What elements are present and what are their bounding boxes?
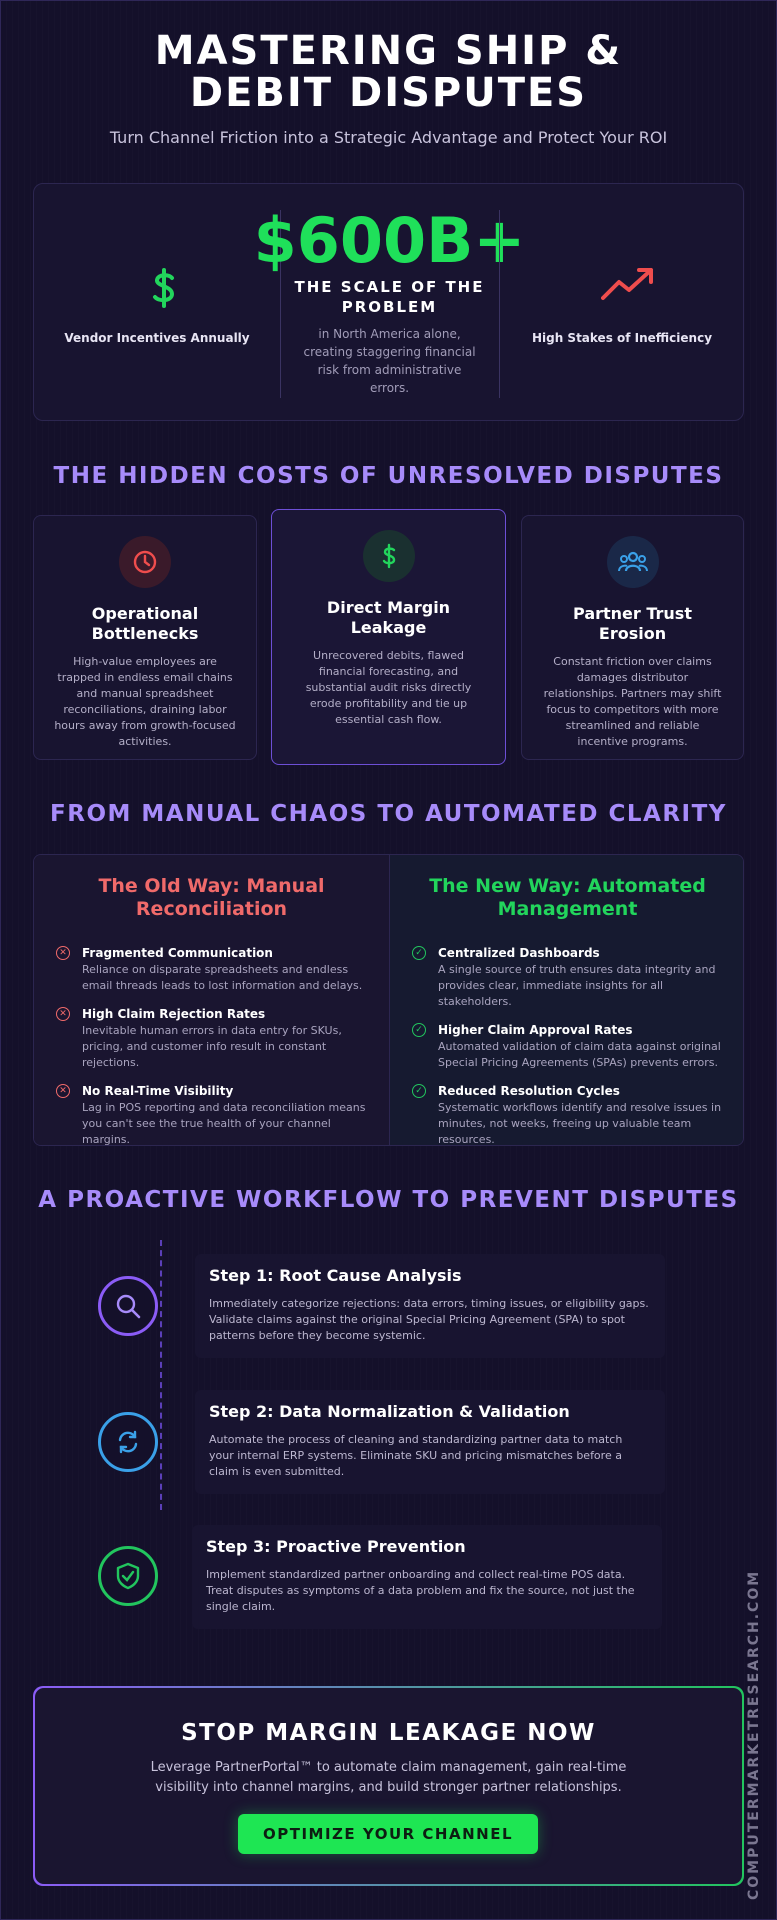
- shield-check-icon: [98, 1546, 158, 1606]
- check-circle-icon: ✓: [412, 946, 426, 960]
- hero-right: High Stakes of Inefficiency: [499, 184, 745, 422]
- item-title: Centralized Dashboards: [438, 946, 600, 960]
- item-title: No Real-Time Visibility: [82, 1084, 234, 1098]
- step-text: Immediately categorize rejections: data …: [209, 1297, 649, 1342]
- cta-text: Leverage PartnerPortal™ to automate clai…: [150, 1760, 627, 1795]
- timeline-line: [160, 1240, 162, 1510]
- list-item: ✕ No Real-Time Visibility Lag in POS rep…: [56, 1083, 373, 1146]
- optimize-channel-button[interactable]: OPTIMIZE YOUR CHANNEL: [238, 1814, 538, 1854]
- hero-middle: $600B+ THE SCALE OF THE PROBLEM in North…: [254, 184, 526, 422]
- step-text: Implement standardized partner onboardin…: [206, 1568, 635, 1613]
- list-item: ✓ Higher Claim Approval Rates Automated …: [412, 1022, 729, 1071]
- old-way-column: The Old Way: Manual Reconciliation ✕ Fra…: [34, 855, 389, 1146]
- step-title: Step 3: Proactive Prevention: [206, 1537, 466, 1556]
- list-item: ✕ Fragmented Communication Reliance on d…: [56, 945, 373, 994]
- item-text: Lag in POS reporting and data reconcilia…: [82, 1101, 366, 1146]
- page-header: MASTERING SHIP & DEBIT DISPUTES Turn Cha…: [0, 30, 777, 147]
- page-subtitle: Turn Channel Friction into a Strategic A…: [109, 128, 668, 147]
- page-title: MASTERING SHIP & DEBIT DISPUTES: [154, 28, 623, 116]
- item-text: Inevitable human errors in data entry fo…: [82, 1024, 342, 1069]
- hero-divider: [280, 210, 281, 398]
- new-way-column: The New Way: Automated Management ✓ Cent…: [389, 855, 743, 1146]
- clock-icon: [119, 536, 171, 588]
- new-way-title: The New Way: Automated Management: [429, 875, 706, 920]
- item-text: A single source of truth ensures data in…: [438, 963, 716, 1008]
- hero-right-label: High Stakes of Inefficiency: [531, 331, 713, 345]
- cta-panel: STOP MARGIN LEAKAGE NOW Leverage Partner…: [33, 1686, 744, 1886]
- dollar-sign-icon: [362, 530, 415, 582]
- item-text: Automated validation of claim data again…: [438, 1040, 721, 1069]
- list-item: ✓ Reduced Resolution Cycles Systematic w…: [412, 1083, 729, 1146]
- cost-card-title: Operational Bottlenecks: [91, 604, 199, 643]
- hidden-costs-heading: THE HIDDEN COSTS OF UNRESOLVED DISPUTES: [53, 463, 724, 489]
- item-title: Fragmented Communication: [82, 946, 273, 960]
- hero-scale-description: in North America alone, creating stagger…: [303, 327, 476, 395]
- check-circle-icon: ✓: [412, 1084, 426, 1098]
- step-title: Step 1: Root Cause Analysis: [209, 1266, 462, 1285]
- hero-left-label: Vendor Incentives Annually: [64, 331, 250, 345]
- old-way-list: ✕ Fragmented Communication Reliance on d…: [34, 945, 389, 1146]
- refresh-icon: [98, 1412, 158, 1472]
- search-icon: [98, 1276, 158, 1336]
- cta-inner: STOP MARGIN LEAKAGE NOW Leverage Partner…: [35, 1688, 742, 1884]
- cost-card-title: Partner Trust Erosion: [573, 604, 692, 643]
- cost-card-text: Constant friction over claims damages di…: [543, 655, 722, 748]
- workflow-step-2: Step 2: Data Normalization & Validation …: [195, 1390, 665, 1494]
- item-text: Reliance on disparate spreadsheets and e…: [82, 963, 363, 992]
- list-item: ✕ High Claim Rejection Rates Inevitable …: [56, 1006, 373, 1071]
- x-circle-icon: ✕: [56, 946, 70, 960]
- x-circle-icon: ✕: [56, 1084, 70, 1098]
- item-title: Higher Claim Approval Rates: [438, 1023, 633, 1037]
- cost-card-text: Unrecovered debits, flawed financial for…: [305, 649, 472, 726]
- hero-left: Vendor Incentives Annually: [34, 184, 280, 422]
- site-watermark: COMPUTERMARKETRESEARCH.COM: [746, 1569, 762, 1900]
- trending-up-icon: [601, 266, 657, 306]
- workflow-step-1: Step 1: Root Cause Analysis Immediately …: [195, 1254, 665, 1358]
- new-way-list: ✓ Centralized Dashboards A single source…: [390, 945, 743, 1146]
- x-circle-icon: ✕: [56, 1007, 70, 1021]
- old-way-title: The Old Way: Manual Reconciliation: [98, 875, 325, 920]
- cost-card-title: Direct Margin Leakage: [326, 598, 451, 637]
- item-title: Reduced Resolution Cycles: [438, 1084, 620, 1098]
- cost-card-text: High-value employees are trapped in endl…: [54, 655, 236, 748]
- step-text: Automate the process of cleaning and sta…: [209, 1433, 623, 1478]
- workflow-heading: A PROACTIVE WORKFLOW TO PREVENT DISPUTES: [38, 1187, 739, 1213]
- users-icon: [606, 536, 659, 588]
- item-title: High Claim Rejection Rates: [82, 1007, 266, 1021]
- comparison-heading: FROM MANUAL CHAOS TO AUTOMATED CLARITY: [50, 801, 727, 827]
- check-circle-icon: ✓: [412, 1023, 426, 1037]
- comparison-panel: The Old Way: Manual Reconciliation ✕ Fra…: [33, 854, 744, 1146]
- cost-card-operational: Operational Bottlenecks High-value emplo…: [33, 515, 257, 760]
- cta-title: STOP MARGIN LEAKAGE NOW: [181, 1720, 596, 1746]
- hero-divider: [499, 210, 500, 398]
- dollar-sign-icon: [147, 266, 181, 319]
- cost-card-margin: Direct Margin Leakage Unrecovered debits…: [271, 509, 506, 765]
- workflow-step-3: Step 3: Proactive Prevention Implement s…: [192, 1525, 662, 1629]
- hero-scale-title: THE SCALE OF THE PROBLEM: [294, 278, 485, 316]
- step-title: Step 2: Data Normalization & Validation: [209, 1402, 570, 1421]
- list-item: ✓ Centralized Dashboards A single source…: [412, 945, 729, 1010]
- hero-big-number: $600B+: [253, 204, 526, 277]
- item-text: Systematic workflows identify and resolv…: [438, 1101, 722, 1146]
- hero-stats-panel: Vendor Incentives Annually $600B+ THE SC…: [33, 183, 744, 421]
- cost-card-partner: Partner Trust Erosion Constant friction …: [521, 515, 744, 760]
